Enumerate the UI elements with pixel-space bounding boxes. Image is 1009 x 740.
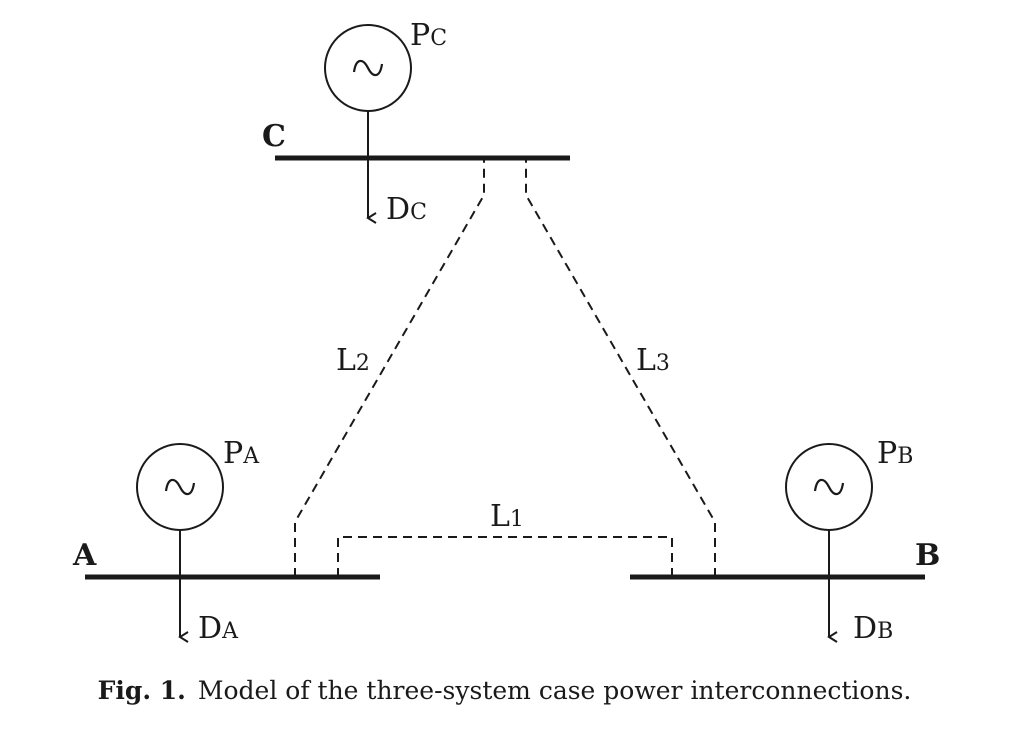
line-l2-label: L2 [336, 343, 370, 378]
figure-caption: Fig. 1. Model of the three-system case po… [0, 676, 1009, 705]
line-l1-path [337, 536, 673, 577]
caption-text: Model of the three-system case power int… [197, 676, 912, 705]
bus-b-label: B [915, 538, 940, 573]
sine-wave-icon [352, 59, 384, 77]
line-l3-label: L3 [636, 343, 670, 378]
line-l1-label: L1 [490, 499, 524, 534]
bus-c: C PC DC [262, 18, 570, 227]
demand-a: DA [178, 577, 239, 646]
generator-a: PA [136, 436, 260, 577]
sine-wave-icon [813, 478, 845, 496]
demand-a-label: DA [198, 611, 239, 646]
sine-wave-icon [164, 478, 196, 496]
bus-c-label: C [262, 119, 286, 154]
bus-a-label: A [72, 538, 97, 573]
generator-b: PB [785, 436, 913, 577]
generator-c: PC [324, 18, 447, 158]
line-l1: L1 [337, 499, 673, 577]
figure-label: Fig. 1. [97, 676, 186, 705]
generator-b-label: PB [877, 436, 913, 471]
interconnection-diagram: C PC DC A PA DA B [72, 18, 940, 646]
bus-b: B PB DB [630, 436, 940, 646]
generator-a-label: PA [223, 436, 260, 471]
line-l2-path [294, 158, 485, 577]
demand-c-label: DC [386, 192, 427, 227]
bus-a: A PA DA [72, 436, 380, 646]
line-l2: L2 [294, 158, 485, 577]
demand-b: DB [827, 577, 893, 646]
line-l3: L3 [525, 158, 716, 577]
generator-c-label: PC [410, 18, 447, 53]
line-l3-path [525, 158, 716, 577]
demand-b-label: DB [853, 611, 893, 646]
demand-c: DC [366, 158, 427, 227]
